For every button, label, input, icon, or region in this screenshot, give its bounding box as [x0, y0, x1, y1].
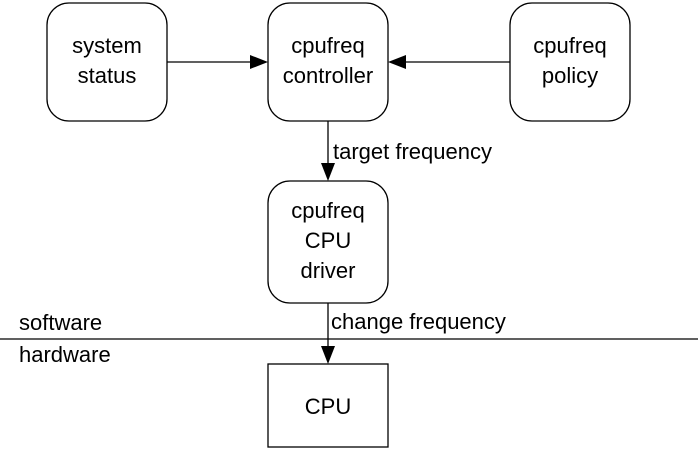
arrow-policy-to-controller — [388, 55, 510, 69]
policy-line-1: cpufreq — [533, 33, 606, 58]
system-status-line-1: system — [72, 33, 142, 58]
cpufreq-cpu-driver-node: cpufreq CPU driver — [267, 180, 389, 304]
target-frequency-label: target frequency — [333, 139, 492, 164]
driver-line-1: cpufreq — [291, 198, 364, 223]
driver-line-3: driver — [300, 258, 355, 283]
controller-line-2: controller — [283, 63, 373, 88]
controller-line-1: cpufreq — [291, 33, 364, 58]
cpu-node: CPU — [267, 363, 389, 448]
cpufreq-controller-node: cpufreq controller — [267, 2, 389, 122]
change-frequency-label: change frequency — [331, 309, 506, 334]
driver-line-2: CPU — [305, 228, 351, 253]
cpufreq-policy-node: cpufreq policy — [509, 2, 631, 122]
software-label: software — [19, 310, 102, 335]
hardware-label: hardware — [19, 342, 111, 367]
arrow-system-status-to-controller — [167, 55, 268, 69]
arrow-controller-to-driver — [321, 121, 335, 181]
system-status-line-2: status — [78, 63, 137, 88]
system-status-node: system status — [46, 2, 168, 122]
cpu-label: CPU — [305, 394, 351, 419]
policy-line-2: policy — [542, 63, 598, 88]
